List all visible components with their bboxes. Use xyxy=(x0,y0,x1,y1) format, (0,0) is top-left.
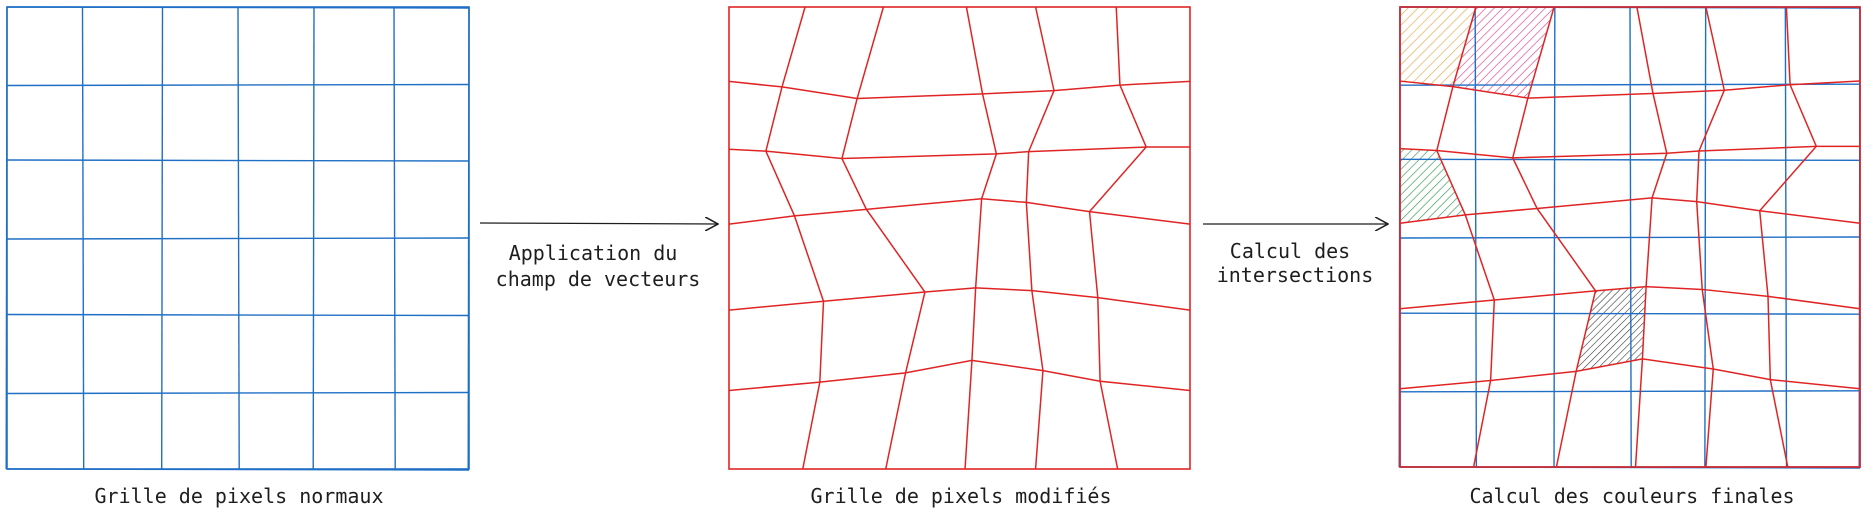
modified-grid-column-line xyxy=(964,6,998,470)
modified-pixel-grid xyxy=(728,6,1191,470)
caption-original-grid: Grille de pixels normaux xyxy=(94,484,384,508)
modified-grid-row-line xyxy=(728,287,1191,311)
modified-grid-row-line xyxy=(728,359,1191,392)
label-apply-vector-field-line1: Application du xyxy=(508,241,678,265)
hatch-green-area xyxy=(1400,148,1466,224)
final-modified-grid-column-line xyxy=(1436,6,1496,468)
original-grid-vline xyxy=(393,6,396,470)
label-intersections-line1: Calcul des xyxy=(1229,239,1351,263)
label-intersections-line2: intersections xyxy=(1216,263,1374,287)
modified-grid-column-line xyxy=(1088,6,1148,470)
modified-grid-column-line xyxy=(841,6,926,470)
modified-grid-column-line xyxy=(765,6,825,470)
original-grid-vline xyxy=(81,6,85,470)
final-original-grid-vline xyxy=(1474,6,1478,468)
caption-modified-grid: Grille de pixels modifiés xyxy=(810,484,1112,508)
modified-grid-column-line xyxy=(1025,6,1055,470)
arrow-apply-vector-field xyxy=(479,223,718,224)
original-grid-hline xyxy=(6,391,470,395)
final-modified-grid-column-line xyxy=(1634,6,1668,468)
original-pixel-grid xyxy=(5,6,470,471)
final-modified-grid-row-line xyxy=(1399,358,1861,390)
label-apply-vector-field-line2: champ de vecteurs xyxy=(495,267,701,291)
original-grid-border xyxy=(6,6,470,470)
final-colors-grid xyxy=(1398,6,1861,469)
final-original-grid-vline xyxy=(1784,6,1788,468)
original-grid-hline xyxy=(6,313,470,317)
caption-final-colors: Calcul des couleurs finales xyxy=(1469,484,1795,508)
final-original-grid-hline xyxy=(1399,312,1861,315)
overlaid-modified-grid xyxy=(1399,6,1861,468)
original-grid-hline xyxy=(6,237,470,240)
final-modified-grid-column-line xyxy=(1758,6,1818,468)
hatch-dark-area xyxy=(1576,286,1647,372)
final-original-grid-hline xyxy=(1399,236,1861,239)
modified-grid-row-line xyxy=(728,80,1191,100)
hatch-orange-area xyxy=(1400,7,1476,87)
hatched-intersection-areas xyxy=(1400,7,1647,372)
final-modified-grid-column-line xyxy=(1695,6,1726,468)
modified-grid-border xyxy=(728,6,1191,470)
final-modified-grid-border xyxy=(1399,6,1861,468)
final-original-grid-vline xyxy=(1704,6,1707,468)
original-grid-vline xyxy=(312,6,315,470)
modified-grid-row-line xyxy=(728,197,1191,225)
final-modified-grid-column-line xyxy=(1511,6,1597,468)
final-original-grid-hline xyxy=(1399,390,1861,393)
hatch-pink-area xyxy=(1452,7,1555,99)
modified-grid-row-line xyxy=(728,146,1190,160)
